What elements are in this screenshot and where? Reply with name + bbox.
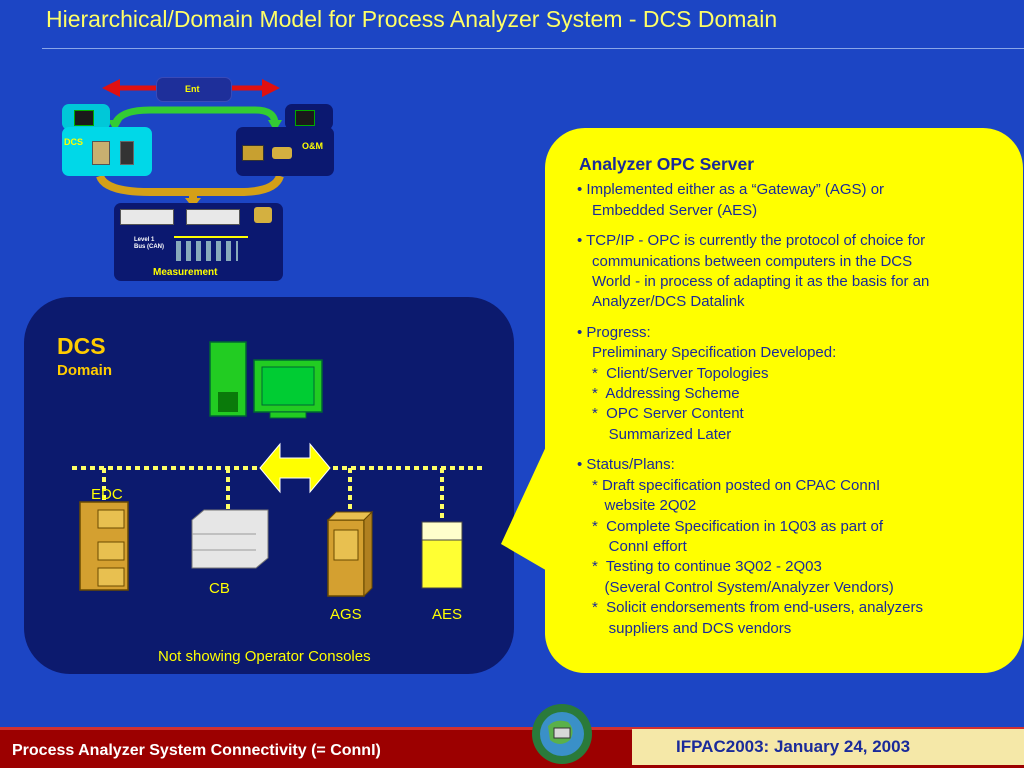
bidirectional-arrow-icon: [259, 442, 331, 494]
analyzer-icon: [254, 207, 272, 223]
controller-icon: [92, 141, 110, 165]
callout-line: * Draft specification posted on CPAC Con…: [592, 476, 881, 494]
callout-line: ConnI effort: [592, 537, 687, 555]
callout-line: • TCP/IP - OPC is currently the protocol…: [577, 232, 926, 250]
dcs-node: DCS: [62, 127, 152, 176]
callout-paragraph: • TCP/IP - OPC is currently the protocol…: [577, 231, 1009, 313]
footer-right-text: IFPAC2003: January 24, 2003: [676, 737, 911, 756]
footer-date-box: [632, 729, 1024, 765]
callout-line: * OPC Server Content: [592, 405, 744, 423]
callout-line: * Client/Server Topologies: [592, 364, 769, 382]
callout-line: * Complete Specification in 1Q03 as part…: [592, 517, 883, 535]
bus-label: Bus (CAN): [134, 244, 164, 250]
analyzer-opc-callout: Analyzer OPC Server • Implemented either…: [545, 128, 1023, 673]
callout-line: * Solicit endorsements from end-users, a…: [592, 599, 923, 617]
callout-paragraph: • Progress: Preliminary Specification Dev…: [577, 323, 1009, 445]
dcs-node-label: DCS: [64, 137, 84, 147]
footer-left-text: Process Analyzer System Connectivity (= …: [12, 742, 381, 759]
callout-line: * Addressing Scheme: [592, 385, 740, 403]
operator-consoles-note: Not showing Operator Consoles: [158, 648, 371, 665]
device-icon: [120, 141, 134, 165]
callout-line: Analyzer/DCS Datalink: [592, 293, 745, 311]
can-bus-line: [174, 236, 248, 238]
server-icon: [242, 145, 264, 161]
measurement-node: Level 1 Bus (CAN) Measurement: [114, 203, 283, 281]
callout-line: • Progress:: [577, 323, 651, 341]
dcs-network-diagram: [72, 341, 482, 598]
ags-label: AGS: [330, 606, 362, 623]
callout-pointer: [501, 440, 549, 572]
callout-paragraph: • Status/Plans: * Draft specification pos…: [577, 455, 1009, 639]
truck-icon: [272, 147, 292, 159]
callout-line: Preliminary Specification Developed:: [592, 344, 837, 362]
cb-label: CB: [209, 580, 230, 597]
callout-line: Summarized Later: [592, 425, 732, 443]
callout-paragraph: • Implemented either as a “Gateway” (AGS…: [577, 180, 1009, 221]
workstation-icon: [74, 110, 94, 126]
callout-line: World - in process of adapting it as the…: [592, 273, 930, 291]
callout-line: website 2Q02: [592, 497, 697, 515]
om-node: O&M: [236, 127, 334, 176]
om-node-label: O&M: [302, 141, 323, 151]
conni-globe-logo: [532, 704, 592, 764]
aes-label: AES: [432, 606, 463, 623]
callout-line: communications between computers in the …: [592, 252, 913, 270]
callout-line: suppliers and DCS vendors: [592, 619, 792, 637]
rack-icon: [186, 209, 240, 225]
callout-line: • Implemented either as a “Gateway” (AGS…: [577, 181, 885, 199]
edc-label: EDC: [91, 486, 123, 503]
rack-icon: [120, 209, 174, 225]
callout-line: • Status/Plans:: [577, 456, 675, 474]
level1-label: Level 1: [134, 237, 155, 243]
sensor-icons: [176, 241, 238, 261]
measurement-label: Measurement: [153, 267, 218, 278]
callout-body: • Implemented either as a “Gateway” (AGS…: [577, 180, 1009, 639]
title-divider: [42, 48, 1024, 49]
callout-line: Embedded Server (AES): [592, 201, 758, 219]
om-workstation-icon: [295, 110, 315, 126]
dcs-heading: DCS: [57, 333, 106, 359]
ent-node: Ent: [156, 77, 232, 102]
callout-heading: Analyzer OPC Server: [579, 154, 755, 174]
slide-title: Hierarchical/Domain Model for Process An…: [46, 6, 778, 32]
cb-server-icon: [191, 509, 269, 569]
callout-line: * Testing to continue 3Q02 - 2Q03: [592, 558, 822, 576]
ent-label: Ent: [185, 84, 200, 94]
domain-subheading: Domain: [57, 362, 113, 379]
callout-line: (Several Control System/Analyzer Vendors…: [592, 578, 894, 596]
